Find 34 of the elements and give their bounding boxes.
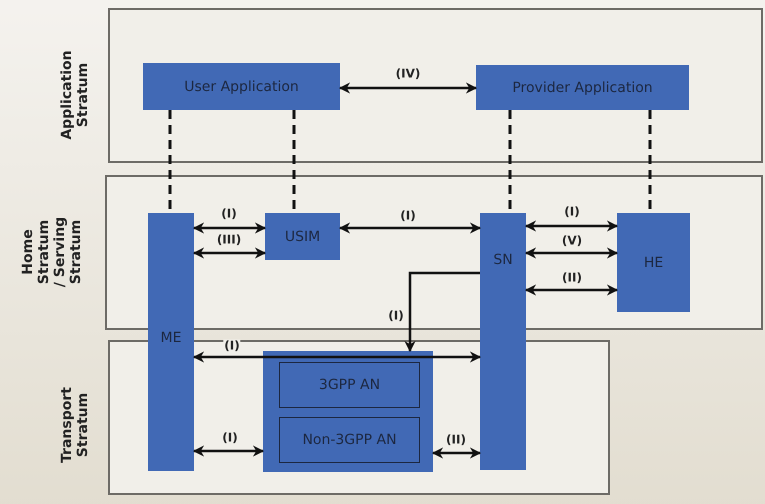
edge-label: (I)	[563, 206, 581, 218]
arrow	[432, 447, 482, 459]
edge-label: (V)	[560, 234, 584, 248]
arrow	[192, 351, 482, 363]
edge-label: (III)	[216, 234, 242, 246]
access-network-box: 3GPP AN	[279, 362, 420, 408]
arrow	[404, 272, 480, 352]
edge-label: (II)	[561, 272, 583, 284]
edge-label: (I)	[220, 208, 238, 220]
access-network-box: Non-3GPP AN	[279, 417, 420, 463]
component-box: USIM	[265, 213, 340, 260]
stratum-label: Application Stratum	[58, 49, 92, 142]
arrow	[524, 220, 618, 232]
arrow	[338, 222, 482, 234]
stratum-label: Transport Stratum	[58, 386, 92, 465]
arrow	[524, 284, 618, 296]
edge-label: (I)	[223, 340, 241, 352]
arrow	[192, 247, 266, 259]
stratum-label: Home Stratum / Serving Stratum	[19, 216, 85, 288]
edge-label: (I)	[387, 310, 405, 322]
arrow	[524, 247, 618, 259]
edge-label: (IV)	[394, 68, 422, 80]
edge-label: (II)	[445, 434, 467, 446]
access-network-group	[263, 351, 433, 472]
arrow	[192, 222, 266, 234]
component-box: HE	[617, 213, 690, 312]
arrow	[338, 82, 478, 94]
component-box: Provider Application	[476, 65, 689, 110]
edge-label: (I)	[221, 432, 239, 444]
edge-label: (I)	[399, 210, 417, 222]
component-box: User Application	[143, 63, 340, 110]
component-box: ME	[148, 213, 194, 471]
arrow	[192, 445, 264, 457]
component-box: SN	[480, 213, 526, 470]
